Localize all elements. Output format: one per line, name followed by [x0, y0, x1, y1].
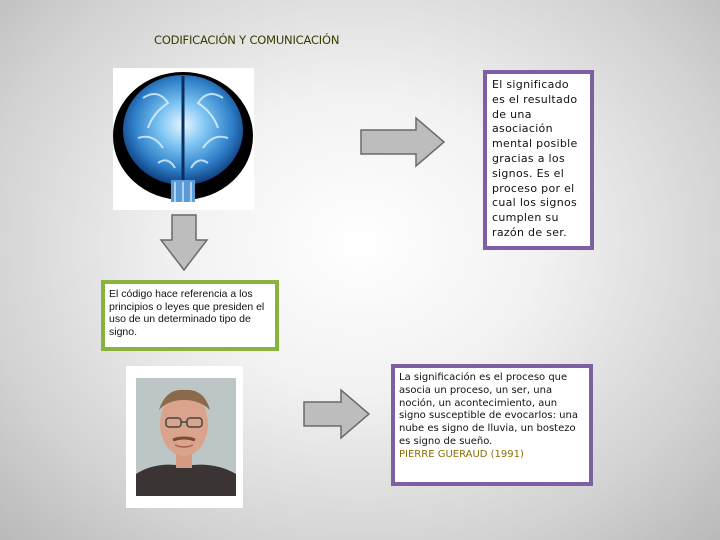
significado-text: El significado es el resultado de una as…: [492, 78, 578, 239]
portrait-illustration: [136, 378, 236, 496]
arrow-right-icon-2: [303, 388, 371, 440]
significado-textbox: El significado es el resultado de una as…: [483, 70, 594, 250]
portrait-image: [126, 366, 243, 508]
slide-title: CODIFICACIÓN Y COMUNICACIÓN: [154, 33, 340, 47]
significacion-text: La significación es el proceso que asoci…: [399, 372, 578, 447]
significacion-textbox: La significación es el proceso que asoci…: [391, 364, 593, 486]
arrow-down-icon: [159, 214, 209, 272]
arrow-right-icon: [360, 116, 446, 168]
codigo-textbox: El código hace referencia a los principi…: [101, 280, 279, 351]
significacion-author: PIERRE GUERAUD (1991): [399, 448, 524, 460]
codigo-text: El código hace referencia a los principi…: [109, 288, 265, 338]
brain-illustration: [113, 72, 253, 202]
brain-image: [113, 68, 254, 210]
